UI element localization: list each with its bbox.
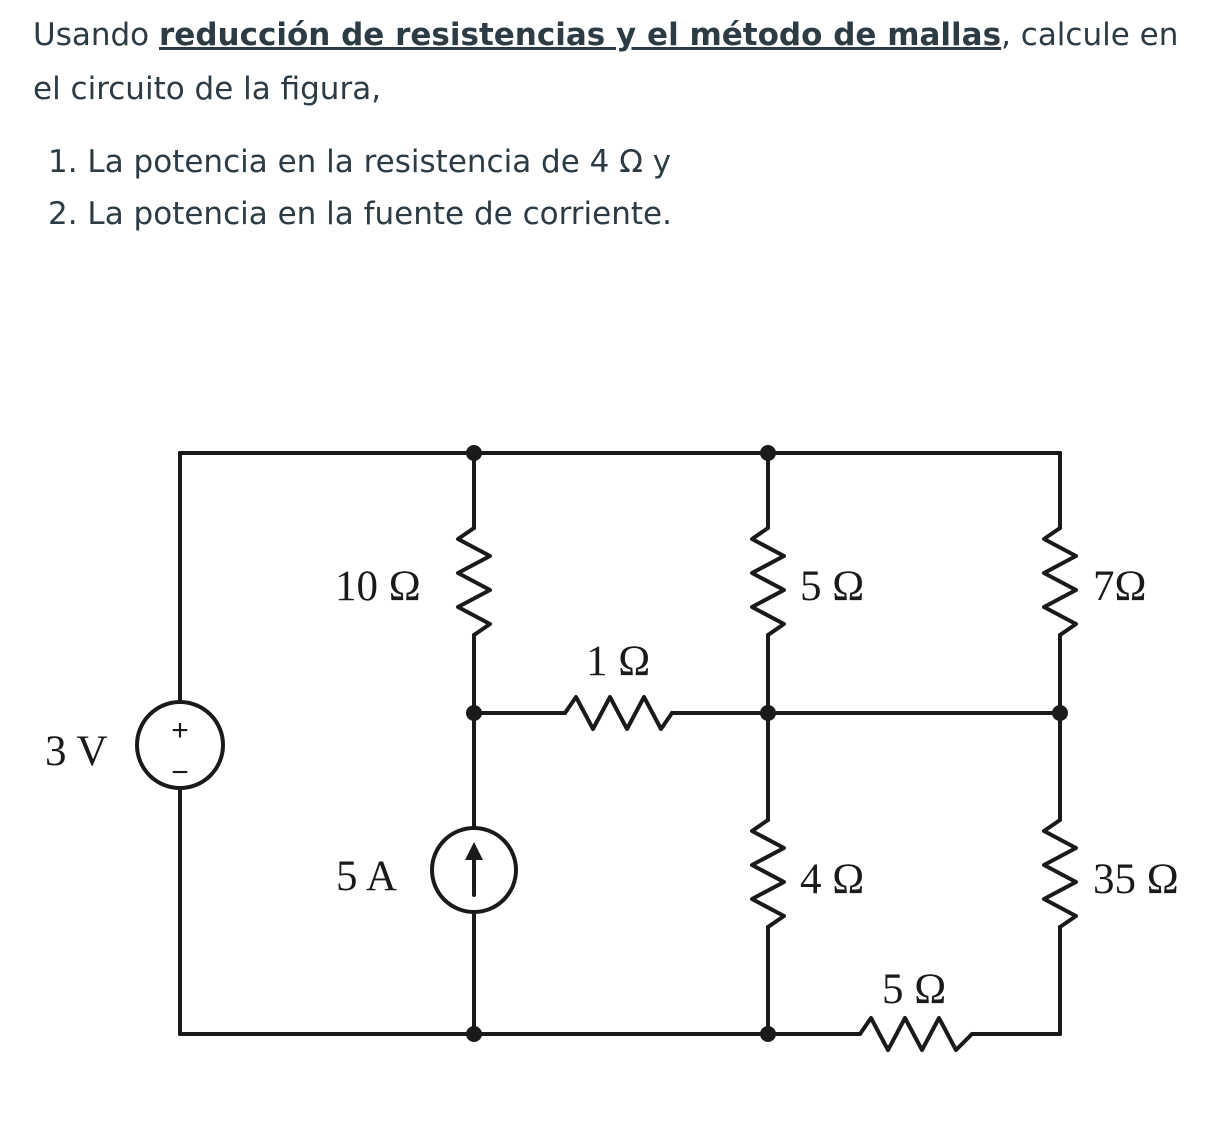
question-1: 1. La potencia en la resistencia de 4 Ω … (48, 144, 672, 180)
resistor-4 (750, 818, 786, 929)
label-current-source: 5 A (336, 853, 397, 900)
problem-statement: Usando reducción de resistencias y el mé… (33, 8, 1193, 116)
resistor-5-top (750, 526, 786, 637)
label-r35: 35 Ω (1093, 856, 1179, 903)
label-r5-top: 5 Ω (800, 563, 864, 610)
node-bot-c3 (760, 1026, 776, 1042)
label-r1: 1 Ω (586, 638, 650, 685)
node-mid-c2 (466, 705, 482, 721)
label-r5-bottom: 5 Ω (882, 966, 946, 1013)
resistor-35 (1042, 818, 1078, 929)
question-2: 2. La potencia en la fuente de corriente… (48, 196, 672, 232)
resistor-10 (456, 526, 492, 637)
resistor-7 (1042, 526, 1078, 637)
plus-sign: + (171, 714, 189, 747)
node-top-c2 (466, 445, 482, 461)
label-voltage-source: 3 V (45, 728, 108, 775)
node-bot-c2 (466, 1026, 482, 1042)
statement-emphasis: reducción de resistencias y el método de… (159, 17, 1002, 53)
resistor-5-bottom (858, 1016, 974, 1052)
label-r10: 10 Ω (335, 563, 421, 610)
current-arrow-head (465, 842, 483, 860)
statement-lead: Usando (33, 17, 150, 53)
statement-tail: , calcule en el circuito de la figura, (33, 17, 1179, 107)
node-mid-c4 (1052, 705, 1068, 721)
resistor-1 (563, 695, 674, 731)
minus-sign: − (171, 756, 189, 789)
question-list: 1. La potencia en la resistencia de 4 Ω … (48, 136, 672, 240)
node-mid-c3 (760, 705, 776, 721)
node-top-c3 (760, 445, 776, 461)
label-r4: 4 Ω (800, 856, 864, 903)
voltage-source (135, 700, 225, 790)
label-r7: 7Ω (1093, 563, 1146, 610)
